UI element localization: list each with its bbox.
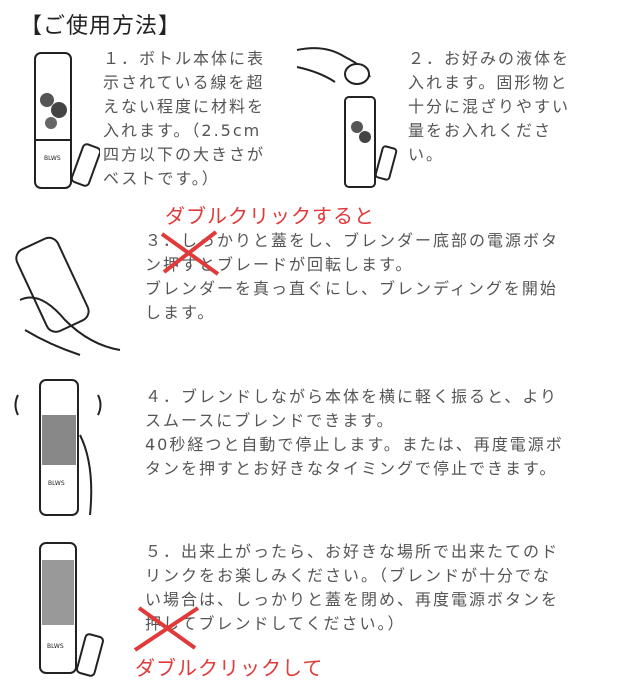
step-4-text: ４．ブレンドしながら本体を横に軽く振ると、より スムースにブレンドできます。 4… bbox=[145, 387, 564, 478]
step-3-annotation: ダブルクリックすると bbox=[165, 204, 375, 228]
step-5-annotation: ダブルクリックして bbox=[135, 656, 324, 680]
hand-pressing-bottle-illustration bbox=[15, 236, 121, 356]
brand-logo-text: BLWS bbox=[48, 480, 65, 487]
strikethrough-x-mark bbox=[160, 230, 220, 276]
strikethrough-x-mark bbox=[133, 606, 200, 652]
step-3-text: ３．しっかりと蓋をし、ブレンダー底部の電源ボタ ン押すとブレードが回転します。 … bbox=[145, 231, 560, 322]
step-2-text: ２．お好みの液体を 入れます。固形物と 十分に混ざりやすい 量をお入れくださ い… bbox=[408, 49, 571, 164]
pouring-liquid-illustration bbox=[296, 47, 398, 188]
bottle-with-ingredients-illustration: BLWS bbox=[34, 52, 100, 189]
finished-drink-bottle-illustration: BLWS bbox=[39, 542, 104, 677]
svg-text:BLWS: BLWS bbox=[44, 155, 61, 162]
svg-text:BLWS: BLWS bbox=[47, 643, 64, 650]
step-5-text: ５．出来上がったら、お好きな場所で出来たてのド リンクをお楽しみください。（ブレ… bbox=[145, 542, 560, 633]
page-title: 【ご使用方法】 bbox=[20, 14, 182, 39]
step-1-text: １．ボトル本体に表 示されている線を超 えない程度に材料を 入れます。（2.5c… bbox=[103, 49, 266, 188]
shaking-bottle-illustration: BLWS bbox=[14, 379, 102, 516]
